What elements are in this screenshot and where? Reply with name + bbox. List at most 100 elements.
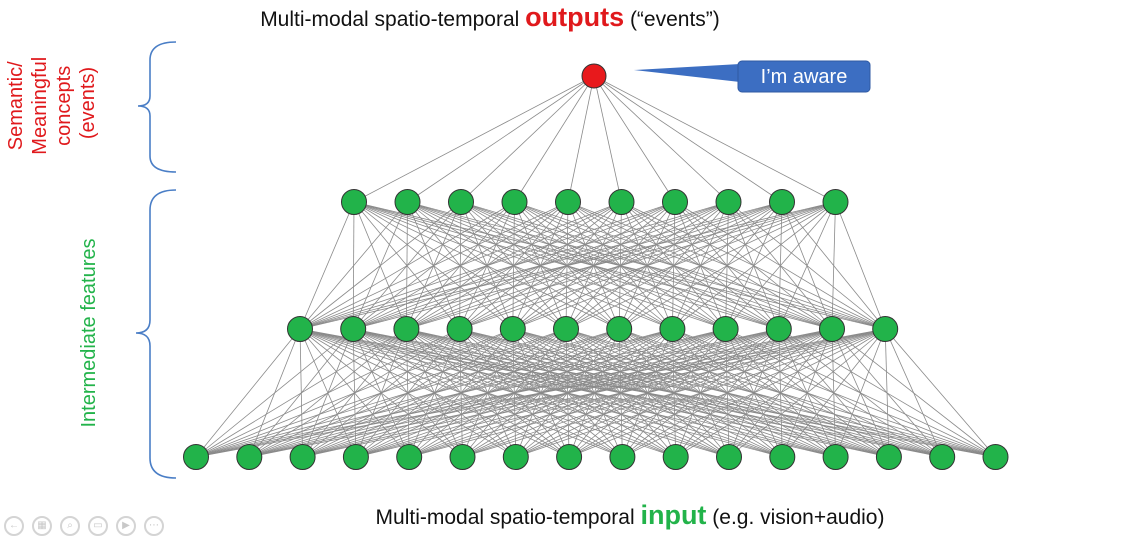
edge-output-0-to-hidden-2-9 — [593, 75, 836, 203]
callout-label: I’m aware — [761, 66, 848, 88]
neuron-hidden-1-6 — [606, 316, 633, 342]
more-icon[interactable]: ⋯ — [144, 516, 164, 536]
neuron-hidden-2-8 — [769, 189, 795, 215]
edge-hidden-1-5-to-input-0 — [195, 328, 567, 458]
neuron-hidden-1-4 — [499, 316, 526, 342]
edge-hidden-1-11-to-input-12 — [835, 328, 886, 458]
edge-hidden-2-3-to-hidden-1-0 — [299, 201, 515, 330]
semantic-line-2: Meaningful — [29, 57, 51, 155]
edge-output-0-to-hidden-2-8 — [593, 75, 783, 203]
edge-hidden-1-11-to-input-13 — [884, 328, 890, 458]
neuron-input-2 — [289, 444, 316, 470]
semantic-line-1: Semantic/ — [5, 61, 27, 150]
edge-output-0-to-hidden-2-2 — [460, 75, 595, 203]
input-highlight: input — [640, 500, 707, 530]
neuron-input-3 — [342, 444, 369, 470]
edge-hidden-1-11-to-input-2 — [302, 328, 886, 458]
zoom-icon[interactable]: ⌕ — [60, 516, 80, 536]
edge-hidden-1-11-to-input-15 — [884, 328, 996, 458]
edge-hidden-2-7-to-hidden-1-0 — [299, 201, 729, 330]
edge-hidden-1-1-to-input-0 — [195, 328, 354, 458]
semantic-brace — [137, 41, 177, 173]
neuron-hidden-1-8 — [712, 316, 739, 342]
neuron-input-14 — [929, 444, 956, 470]
edge-hidden-1-10-to-input-0 — [195, 328, 833, 458]
neuron-input-11 — [769, 444, 796, 470]
slides-icon[interactable]: ▦ — [32, 516, 52, 536]
input-title-suffix: (e.g. vision+audio) — [706, 506, 885, 529]
svg-text:Semantic/ Meaningful: Semantic/ Meaningful concepts (events) — [5, 51, 99, 154]
neuron-input-0 — [183, 444, 209, 470]
neuron-hidden-2-3 — [501, 189, 528, 215]
edge-output-0-to-hidden-2-3 — [514, 75, 595, 203]
neuron-hidden-2-6 — [662, 189, 688, 215]
edge-hidden-2-9-to-hidden-1-8 — [725, 201, 836, 330]
edge-hidden-1-2-to-input-0 — [195, 328, 407, 458]
edge-hidden-1-11-to-input-7 — [568, 328, 886, 458]
edge-hidden-2-9-to-hidden-1-2 — [406, 201, 836, 330]
neuron-input-1 — [236, 444, 263, 470]
edge-hidden-2-9-to-hidden-1-5 — [565, 201, 836, 330]
callout-box — [737, 60, 871, 93]
outputs-title: Multi-modal spatio-temporal outputs (“ev… — [0, 2, 980, 33]
edge-hidden-2-9-to-hidden-1-10 — [831, 201, 836, 330]
edge-hidden-1-11-to-input-10 — [728, 328, 886, 458]
neuron-hidden-2-9 — [822, 189, 849, 215]
edge-hidden-2-2-to-hidden-1-0 — [299, 201, 462, 330]
edge-output-0-to-hidden-2-0 — [353, 75, 595, 203]
neuron-input-13 — [875, 444, 902, 470]
edge-hidden-2-6-to-hidden-1-0 — [299, 201, 676, 330]
edge-hidden-1-11-to-input-5 — [462, 328, 886, 458]
edge-hidden-2-9-to-hidden-1-11 — [835, 201, 886, 330]
input-title: Multi-modal spatio-temporal input (e.g. … — [140, 500, 1120, 531]
neuron-hidden-1-1 — [340, 316, 367, 342]
edge-hidden-2-9-to-hidden-1-4 — [512, 201, 836, 330]
edge-hidden-2-0-to-hidden-1-0 — [299, 201, 355, 330]
edge-hidden-1-11-to-input-14 — [884, 328, 943, 458]
back-icon[interactable]: ← — [4, 516, 24, 536]
edge-hidden-1-9-to-input-0 — [195, 328, 779, 458]
edge-hidden-1-11-to-input-4 — [409, 328, 886, 458]
edge-hidden-1-0-to-input-0 — [195, 328, 301, 458]
neuron-hidden-1-7 — [659, 316, 686, 342]
outputs-title-prefix: Multi-modal spatio-temporal — [260, 8, 526, 31]
edge-hidden-1-7-to-input-0 — [195, 328, 673, 458]
neuron-hidden-2-1 — [394, 189, 421, 215]
semantic-line-3: concepts — [53, 66, 75, 146]
neuron-input-9 — [662, 444, 689, 470]
edge-output-0-to-hidden-2-1 — [407, 75, 595, 203]
input-title-prefix: Multi-modal spatio-temporal — [375, 506, 641, 529]
callout-pointer — [634, 64, 740, 82]
edge-hidden-2-9-to-hidden-1-1 — [353, 201, 836, 330]
edge-hidden-1-4-to-input-0 — [195, 328, 513, 458]
edge-hidden-2-9-to-hidden-1-6 — [618, 201, 836, 330]
semantic-line-4: (events) — [77, 67, 99, 139]
edge-hidden-1-8-to-input-0 — [195, 328, 726, 458]
edge-hidden-1-11-to-input-3 — [355, 328, 886, 458]
neuron-hidden-2-7 — [715, 189, 742, 215]
neuron-input-10 — [716, 444, 742, 470]
neuron-hidden-1-2 — [393, 316, 420, 342]
neuron-hidden-1-9 — [765, 316, 792, 342]
neuron-output-0 — [581, 63, 607, 89]
edge-hidden-1-11-to-input-1 — [249, 328, 886, 458]
neuron-input-8 — [609, 444, 636, 470]
edge-hidden-2-5-to-hidden-1-0 — [299, 201, 622, 330]
edge-output-0-to-hidden-2-5 — [593, 75, 622, 203]
outputs-title-suffix: (“events”) — [624, 8, 720, 31]
edge-output-0-to-hidden-2-4 — [567, 75, 595, 203]
intermediate-brace — [135, 189, 177, 479]
edge-hidden-2-8-to-hidden-1-0 — [299, 201, 783, 330]
neuron-input-7 — [556, 444, 583, 470]
edge-hidden-2-9-to-hidden-1-9 — [778, 201, 836, 330]
screen-icon[interactable]: ▭ — [88, 516, 108, 536]
neuron-hidden-2-5 — [608, 189, 635, 215]
neuron-hidden-1-0 — [287, 316, 313, 342]
network-edges — [195, 75, 996, 458]
edge-hidden-2-1-to-hidden-1-0 — [299, 201, 408, 330]
edge-hidden-2-9-to-hidden-1-3 — [459, 201, 836, 330]
video-icon[interactable]: ▶ — [116, 516, 136, 536]
edge-output-0-to-hidden-2-6 — [593, 75, 676, 203]
edge-output-0-to-hidden-2-7 — [593, 75, 729, 203]
